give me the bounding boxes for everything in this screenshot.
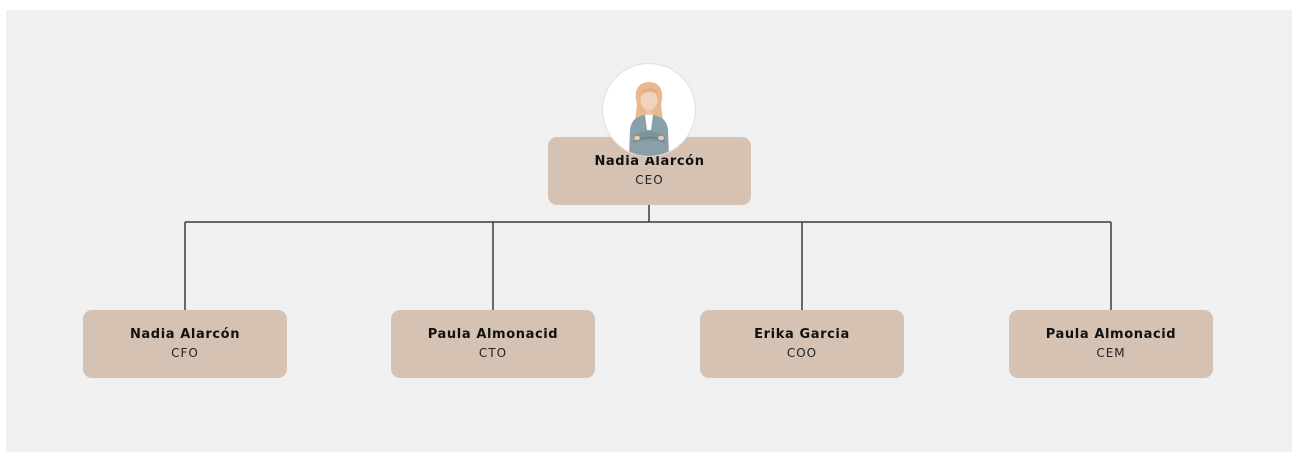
cem-name: Paula Almonacid — [1045, 327, 1177, 342]
cto-name: Paula Almonacid — [427, 327, 559, 342]
cfo-title: CFO — [171, 346, 199, 360]
cfo-name: Nadia Alarcón — [129, 327, 241, 342]
cto-title: CTO — [478, 346, 508, 360]
coo-title: COO — [786, 346, 818, 360]
ceo-name: Nadia Alarcón — [594, 154, 705, 169]
ceo-title: CEO — [635, 173, 664, 187]
coo-name: Erika Garcia — [754, 327, 850, 342]
woman-portrait-icon — [603, 64, 695, 156]
cem-title: CEM — [1096, 346, 1126, 360]
cfo-node: Nadia Alarcón CFO — [83, 310, 287, 378]
coo-node: Erika Garcia COO — [700, 310, 904, 378]
cto-node: Paula Almonacid CTO — [391, 310, 595, 378]
cem-node: Paula Almonacid CEM — [1009, 310, 1213, 378]
